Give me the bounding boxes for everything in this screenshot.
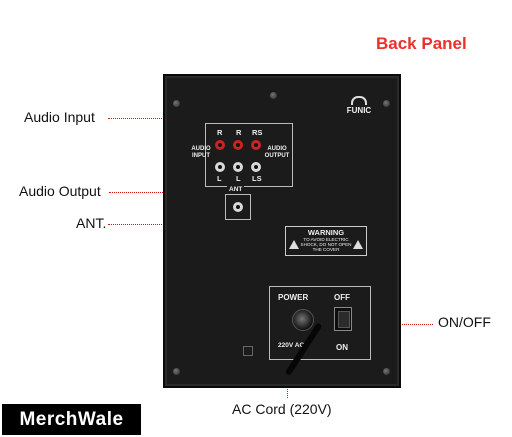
jack-label-r2: R bbox=[236, 128, 242, 137]
warning-text: TO AVOID ELECTRIC SHOCK, DO NOT OPEN THE… bbox=[300, 237, 352, 252]
jack-label-ls: LS bbox=[252, 174, 262, 183]
watermark-brand: MerchWale bbox=[2, 404, 141, 435]
ac-power-inlet[interactable] bbox=[292, 309, 314, 331]
warning-title: WARNING bbox=[307, 228, 345, 237]
antenna-jack[interactable] bbox=[233, 202, 243, 212]
power-switch-rocker bbox=[338, 311, 350, 328]
callout-on-off: ON/OFF bbox=[438, 314, 491, 330]
power-switch[interactable] bbox=[334, 307, 352, 331]
brand-logo: FUNIC bbox=[339, 96, 379, 115]
antenna-port-panel bbox=[225, 194, 251, 220]
off-label: OFF bbox=[334, 293, 350, 302]
screw-icon bbox=[173, 100, 180, 107]
audio-output-jack-rs[interactable] bbox=[251, 140, 261, 150]
callout-audio-input: Audio Input bbox=[24, 109, 95, 125]
vent-icon bbox=[243, 346, 253, 356]
audio-input-jack-l[interactable] bbox=[215, 162, 225, 172]
page-title: Back Panel bbox=[376, 34, 467, 53]
audio-output-jack-l[interactable] bbox=[233, 162, 243, 172]
logo-text: FUNIC bbox=[346, 106, 372, 115]
ac-voltage-label: 220V AC bbox=[278, 342, 305, 349]
callout-ant: ANT. bbox=[76, 215, 107, 231]
audio-output-jack-ls[interactable] bbox=[251, 162, 261, 172]
warning-triangle-icon bbox=[353, 240, 363, 249]
jack-label-r1: R bbox=[217, 128, 223, 137]
power-panel: POWER OFF 220V AC ON bbox=[269, 286, 371, 360]
audio-input-jack-r[interactable] bbox=[215, 140, 225, 150]
jack-label-rs: RS bbox=[252, 128, 263, 137]
headphones-icon bbox=[351, 96, 367, 105]
jack-label-l1: L bbox=[217, 174, 222, 183]
callout-audio-output: Audio Output bbox=[19, 183, 101, 199]
warning-triangle-icon bbox=[289, 240, 299, 249]
callout-ac-cord: AC Cord (220V) bbox=[232, 401, 332, 417]
warning-label: WARNING TO AVOID ELECTRIC SHOCK, DO NOT … bbox=[285, 226, 367, 256]
leader-on-off bbox=[371, 324, 433, 325]
screw-icon bbox=[383, 100, 390, 107]
screw-icon bbox=[270, 92, 277, 99]
ant-label: ANT bbox=[227, 186, 245, 193]
on-label: ON bbox=[336, 343, 348, 352]
screw-icon bbox=[383, 368, 390, 375]
jack-label-l2: L bbox=[236, 174, 241, 183]
leader-audio-input bbox=[108, 118, 204, 119]
screw-icon bbox=[173, 368, 180, 375]
audio-output-jack-r[interactable] bbox=[233, 140, 243, 150]
power-label: POWER bbox=[278, 293, 309, 302]
